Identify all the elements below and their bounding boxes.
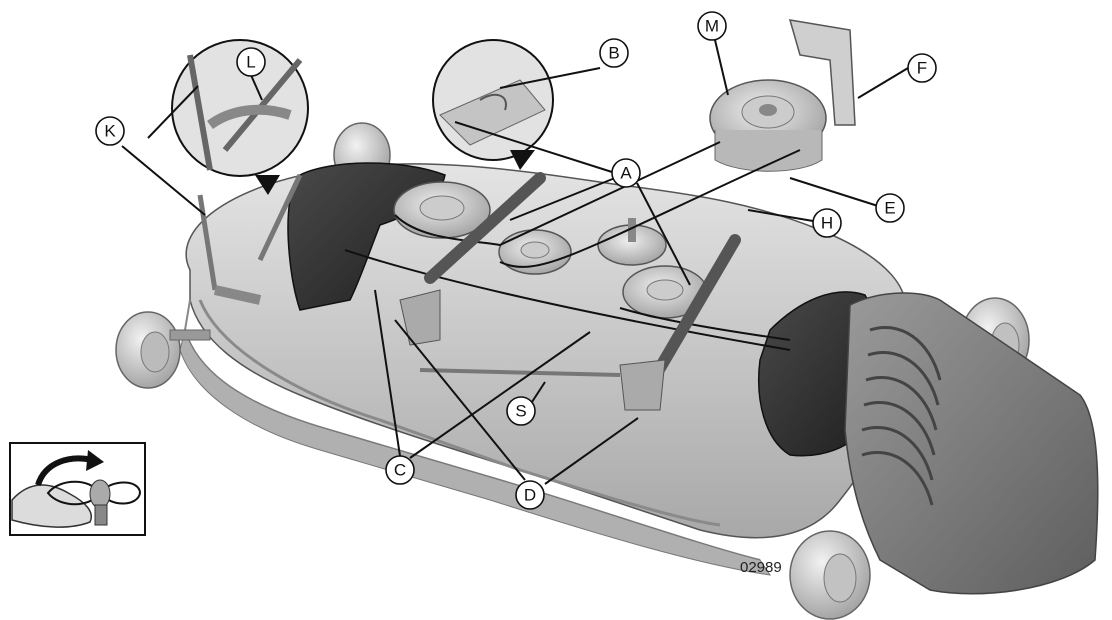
drive-belt: [344, 141, 801, 351]
center-spindle-pulley: [498, 229, 572, 275]
hairpin-removal-inset: [9, 442, 146, 536]
detail-inset-hairpin: [432, 39, 554, 170]
anti-scalp-wheel-bottom: [789, 530, 871, 620]
left-spindle-pulley: [393, 181, 491, 239]
callout-C: C: [385, 455, 415, 485]
callout-C-label: C: [394, 461, 406, 480]
discharge-chute: [844, 292, 1099, 595]
leader-lines: [121, 39, 909, 485]
hairpin-clip-icon: [46, 479, 142, 526]
rod: [419, 368, 621, 377]
callout-S-label: S: [515, 402, 526, 421]
callout-H-label: H: [821, 214, 833, 233]
callout-M-label: M: [705, 17, 719, 36]
callout-F: F: [907, 53, 937, 83]
callout-S: S: [506, 396, 536, 426]
idler-arm-right: [619, 234, 741, 411]
callout-K: K: [95, 116, 125, 146]
callout-K-label: K: [104, 122, 116, 141]
callout-B-label: B: [608, 44, 619, 63]
callout-D-label: D: [524, 486, 536, 505]
callout-D: D: [515, 480, 545, 510]
detail-inset-lift-rod: [171, 39, 309, 195]
figure-id: 02989: [740, 559, 782, 576]
idler-arm-left: [399, 172, 546, 346]
callout-M: M: [697, 11, 727, 41]
rotate-arrow-icon: [35, 450, 104, 487]
callout-A: A: [611, 158, 641, 188]
callout-F-label: F: [917, 59, 927, 78]
callout-E-label: E: [884, 199, 895, 218]
lift-rods: [197, 173, 303, 305]
callout-H: H: [812, 208, 842, 238]
callout-A-label: A: [620, 164, 632, 183]
deck-bracket: [788, 19, 856, 126]
callout-E: E: [875, 193, 905, 223]
callout-L: L: [236, 47, 266, 77]
anti-scalp-wheel-left: [115, 311, 211, 389]
engine-pulley: [709, 79, 827, 172]
callout-B: B: [599, 38, 629, 68]
callout-L-label: L: [246, 53, 255, 72]
